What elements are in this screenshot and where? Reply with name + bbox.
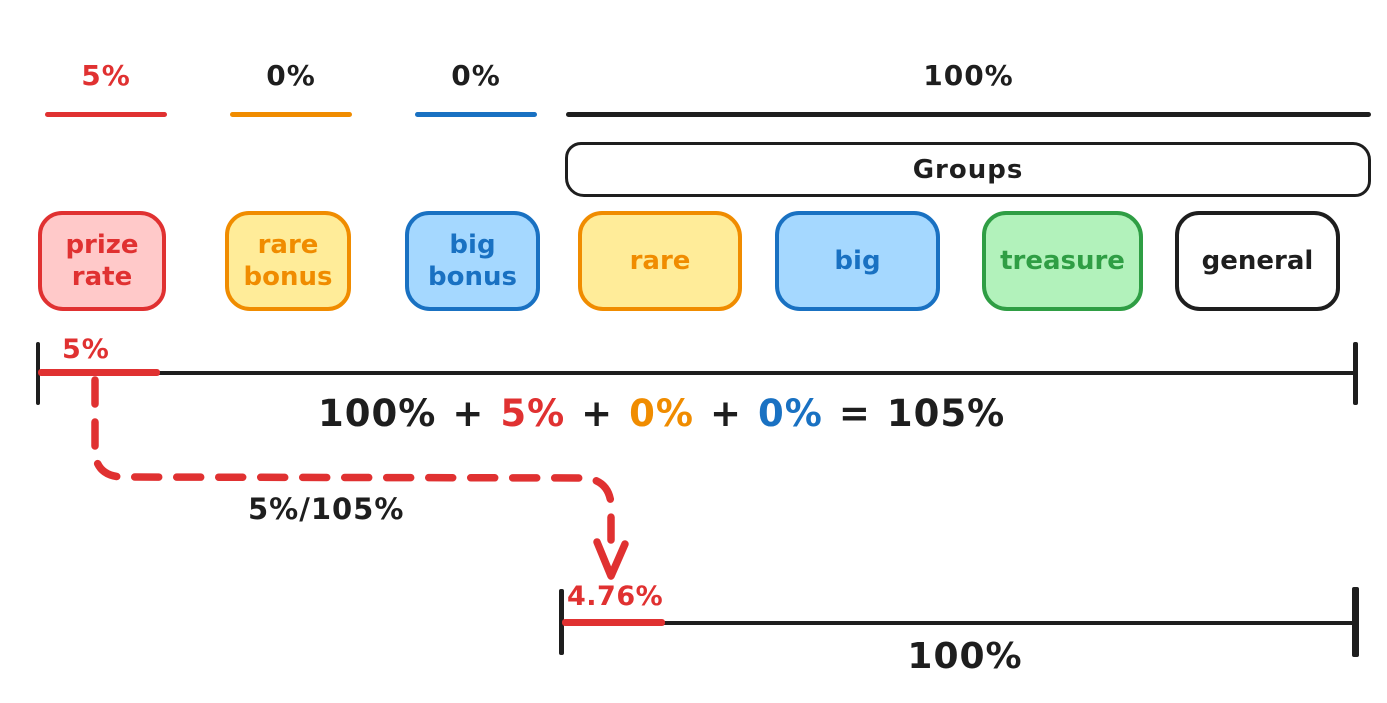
equals-sign: = [838, 392, 871, 435]
midline-segment-label: 5% [62, 334, 110, 365]
bottomline-segment-label: 4.76% [567, 581, 664, 612]
equation-part: 100% [318, 392, 437, 435]
plus-sign: + [452, 392, 485, 435]
legend-rare-bonus-underline [230, 112, 352, 117]
category-box-rare-bonus: rare bonus [225, 211, 351, 311]
equation-part: 0% [758, 392, 823, 435]
bottomline-tick-left [559, 589, 564, 655]
conversion-ratio-label: 5%/105% [248, 492, 405, 526]
legend-rare-bonus-value: 0% [266, 59, 316, 92]
category-box-big-bonus: big bonus [405, 211, 540, 311]
arrowhead-icon [593, 538, 629, 580]
category-box-treasure: treasure [982, 211, 1143, 311]
legend-prize-rate: 5% [45, 62, 167, 117]
equation-part: 0% [629, 392, 694, 435]
legend-prize-rate-underline [45, 112, 167, 117]
bottomline-prize-segment [562, 619, 665, 626]
dashed-connector-line [91, 376, 615, 544]
legend-big-bonus-value: 0% [451, 59, 501, 92]
category-label: rare [629, 245, 691, 276]
legend-groups-total: 100% [566, 62, 1371, 117]
category-box-big: big [775, 211, 940, 311]
legend-groups-total-value: 100% [923, 59, 1014, 92]
legend-rare-bonus: 0% [230, 62, 352, 117]
midline-axis [38, 371, 1356, 375]
category-label: big bonus [428, 229, 517, 293]
groups-label: Groups [912, 154, 1024, 185]
midline-tick-right [1353, 342, 1358, 405]
category-box-rare: rare [578, 211, 742, 311]
plus-sign: + [581, 392, 614, 435]
groups-container-box: Groups [565, 142, 1371, 197]
midline-prize-segment [38, 369, 160, 376]
category-box-prize-rate: prize rate [38, 211, 166, 311]
bottomline-total-label: 100% [907, 636, 1023, 677]
plus-sign: + [710, 392, 743, 435]
bottomline-axis [562, 621, 1357, 625]
category-label: big [834, 245, 881, 276]
category-label: rare bonus [243, 229, 333, 293]
legend-big-bonus-underline [415, 112, 537, 117]
equation-part: 5% [500, 392, 566, 435]
legend-groups-total-underline [566, 112, 1371, 117]
equation-part: 105% [886, 392, 1006, 435]
legend-big-bonus: 0% [415, 62, 537, 117]
category-box-general: general [1175, 211, 1340, 311]
category-label: treasure [1000, 245, 1125, 276]
category-label: general [1201, 245, 1314, 276]
category-label: prize rate [65, 229, 139, 293]
equation-text: 100% +5% +0% +0% = 105% [310, 392, 1010, 435]
legend-prize-rate-value: 5% [81, 59, 131, 92]
bottomline-tick-right [1352, 587, 1359, 657]
